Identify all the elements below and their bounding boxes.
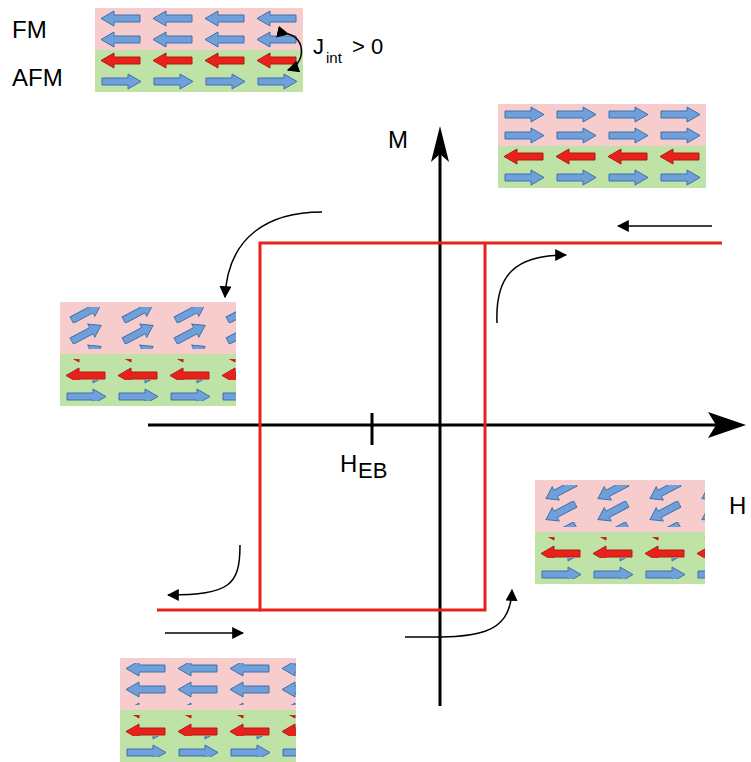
bias-field-subscript: EB xyxy=(358,460,387,482)
axes xyxy=(148,126,746,706)
spin-panel xyxy=(95,8,303,92)
coupling-sign: > 0 xyxy=(352,36,383,58)
spin-panel xyxy=(535,480,705,584)
sweep-arrows xyxy=(165,212,712,637)
bias-field-label: H xyxy=(340,452,357,476)
axis-label: M xyxy=(388,128,408,152)
layer-label: FM xyxy=(12,18,47,42)
coupling-bracket xyxy=(288,34,302,70)
coupling-subscript: int xyxy=(326,50,342,65)
layer-label: AFM xyxy=(12,66,63,90)
axis-label: H xyxy=(729,494,746,518)
spin-panel xyxy=(60,302,236,406)
spin-panel xyxy=(120,658,296,762)
coupling-symbol: J xyxy=(313,36,324,58)
hysteresis-loop xyxy=(157,243,722,610)
spin-panel xyxy=(498,104,706,188)
